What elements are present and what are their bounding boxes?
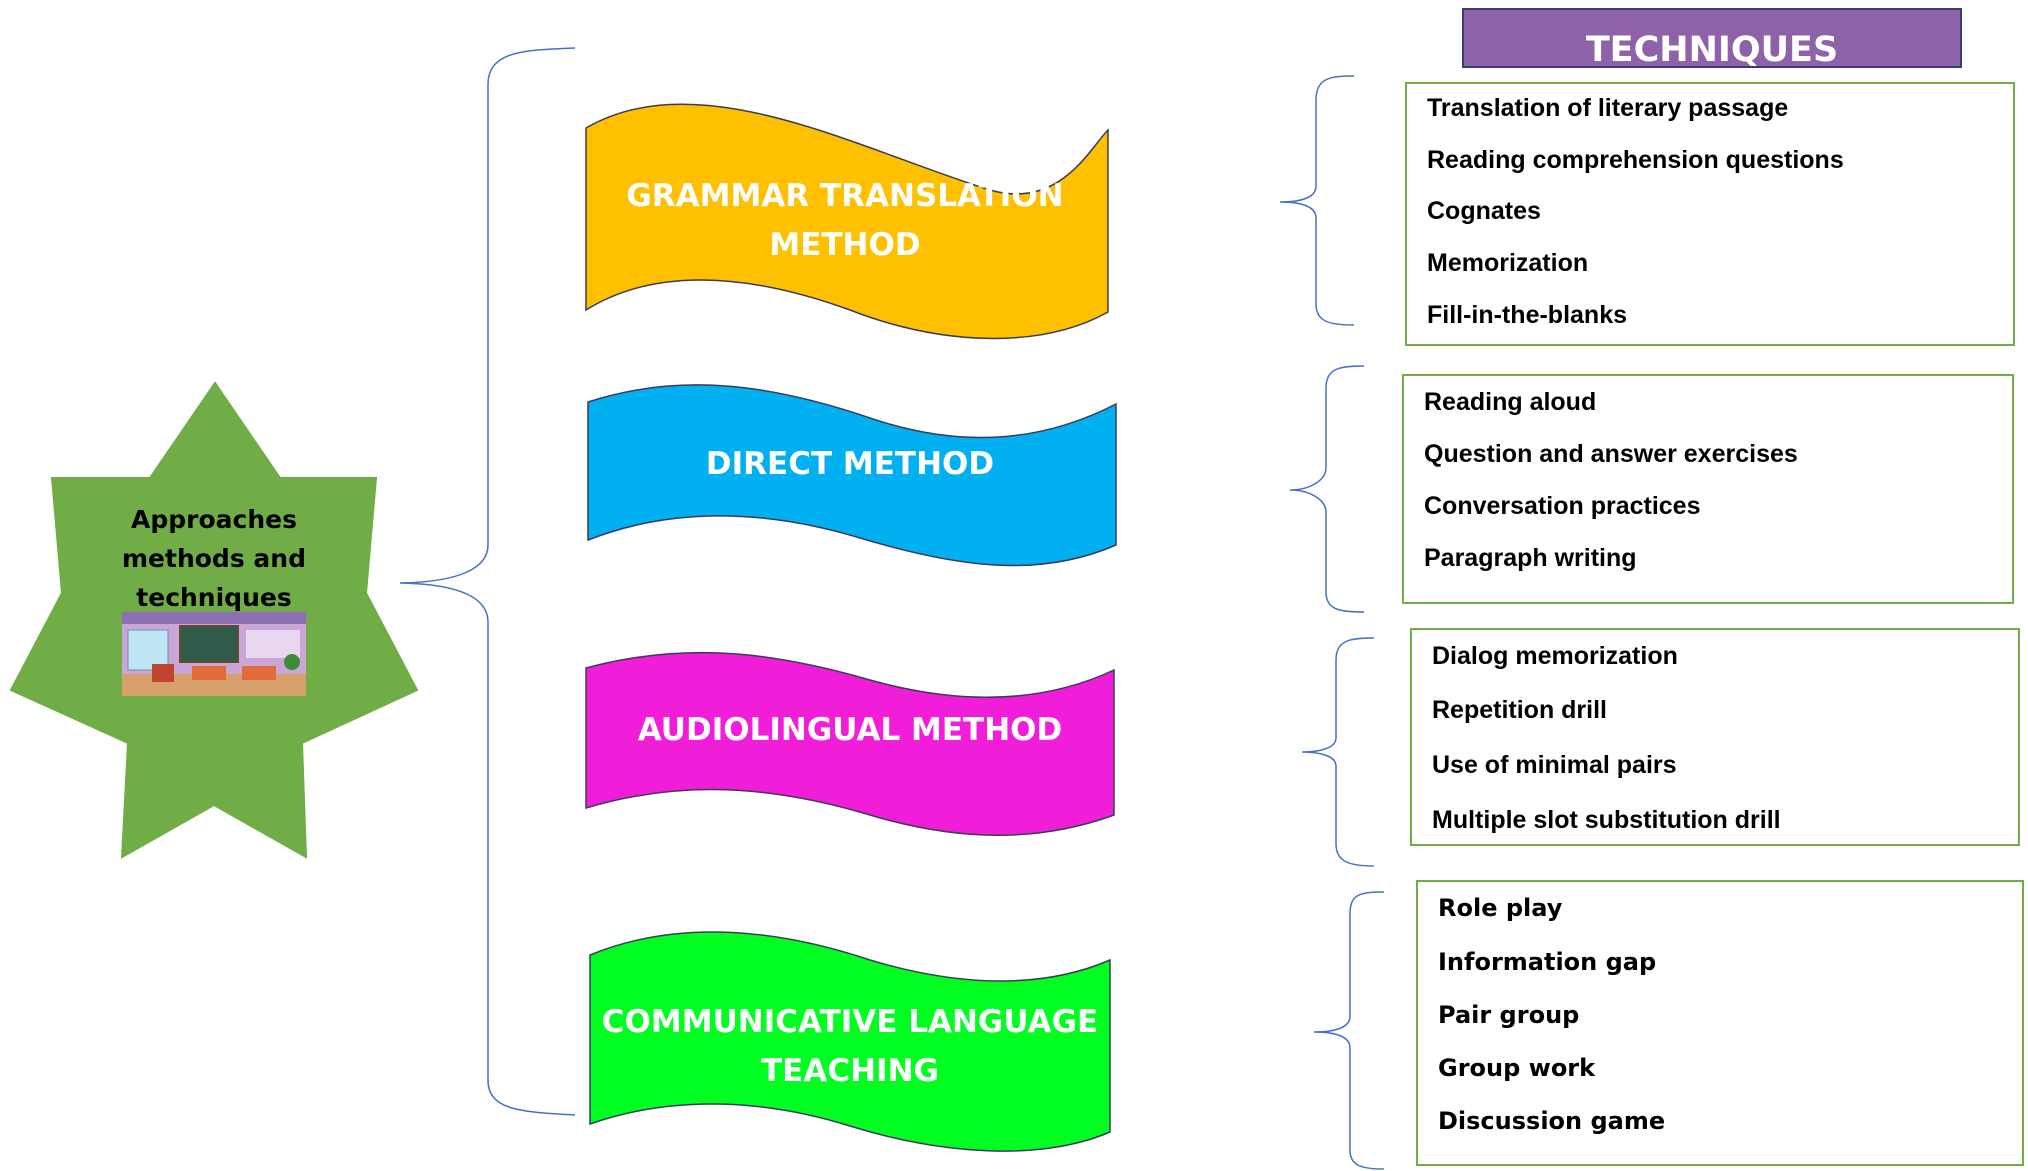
technique-item: Dialog memorization [1432,642,1678,670]
technique-item: Fill-in-the-blanks [1427,301,1627,329]
technique-item: Information gap [1438,948,1657,976]
method-label-communicative-language-teaching: COMMUNICATIVE LANGUAGE TEACHING [600,998,1100,1096]
method-label-line: COMMUNICATIVE LANGUAGE [601,1004,1099,1040]
center-label-line: Approaches [131,505,297,534]
brace-audiolingual-method [1301,637,1375,867]
technique-item: Translation of literary passage [1427,94,1789,122]
technique-item: Discussion game [1438,1107,1666,1135]
technique-item: Memorization [1427,249,1589,277]
method-label-line: AUDIOLINGUAL METHOD [637,712,1063,748]
technique-item: Repetition drill [1432,696,1607,724]
brace-grammar-translation [1279,75,1355,326]
techniques-box-grammar-translation: Translation of literary passage Reading … [1405,82,2015,346]
technique-item: Multiple slot substitution drill [1432,806,1781,834]
classroom-thumbnail-image [122,612,306,696]
method-label-audiolingual-method: AUDIOLINGUAL METHOD [600,706,1100,755]
method-label-direct-method: DIRECT METHOD [600,440,1100,489]
techniques-box-direct-method: Reading aloud Question and answer exerci… [1402,374,2014,604]
technique-item: Conversation practices [1424,492,1701,520]
brace-communicative-language-teaching [1313,891,1385,1170]
technique-item: Group work [1438,1054,1596,1082]
technique-item: Question and answer exercises [1424,440,1798,468]
method-label-line: METHOD [769,227,921,263]
method-label-grammar-translation: GRAMMAR TRANSLATION METHOD [600,172,1090,270]
techniques-box-communicative-language-teaching: Role play Information gap Pair group Gro… [1416,880,2024,1166]
method-label-line: DIRECT METHOD [705,446,995,482]
ribbon-audiolingual-method [585,651,1115,836]
brace-direct-method [1289,365,1365,613]
technique-item: Reading comprehension questions [1427,146,1844,174]
center-label-line: techniques [136,583,292,612]
technique-item: Reading aloud [1424,388,1597,416]
technique-item: Pair group [1438,1001,1580,1029]
techniques-header: TECHNIQUES [1462,8,1962,68]
technique-item: Role play [1438,894,1563,922]
method-label-line: GRAMMAR TRANSLATION [626,178,1064,214]
ribbon-direct-method [587,384,1117,567]
main-brace [399,47,576,1116]
ribbon-grammar-translation [585,103,1109,340]
center-label-line: methods and [122,544,306,573]
techniques-box-audiolingual-method: Dialog memorization Repetition drill Use… [1410,628,2020,846]
technique-item: Use of minimal pairs [1432,751,1677,779]
technique-item: Paragraph writing [1424,544,1637,572]
technique-item: Cognates [1427,197,1541,225]
ribbon-communicative-language-teaching [589,931,1111,1152]
center-label: Approaches methods and techniques [84,500,344,617]
method-label-line: TEACHING [761,1053,939,1089]
